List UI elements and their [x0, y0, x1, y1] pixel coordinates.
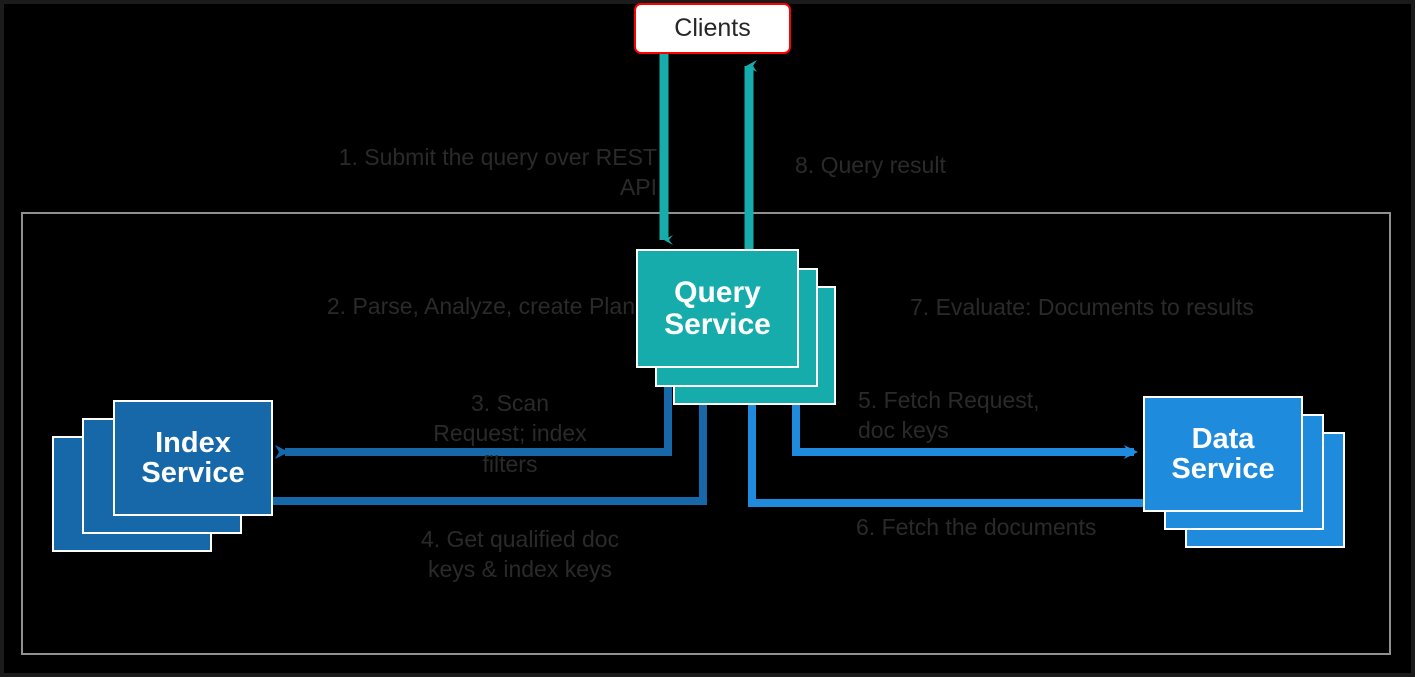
- node-index-service[interactable]: Index Service: [52, 400, 274, 552]
- node-data-service-label: Data Service: [1171, 422, 1275, 485]
- label-step-2: 2. Parse, Analyze, create Plan: [326, 293, 635, 319]
- label-step-5: 5. Fetch Request, doc keys: [858, 387, 1040, 444]
- arrow-step-6: [748, 388, 1190, 507]
- label-step-1: 1. Submit the query over REST API: [338, 144, 657, 201]
- node-clients-label: Clients: [674, 14, 751, 42]
- node-data-service[interactable]: Data Service: [1143, 396, 1345, 548]
- arrow-step-4: [270, 388, 713, 505]
- node-data-service-front[interactable]: Data Service: [1143, 396, 1303, 512]
- label-step-8: 8. Query result: [795, 152, 946, 178]
- node-index-service-label: Index Service: [141, 426, 245, 489]
- label-step-3: 3. Scan Request; index filters: [433, 390, 587, 477]
- arrow-step-3: [275, 372, 672, 459]
- node-query-service-front[interactable]: Query Service: [636, 249, 799, 368]
- node-query-service[interactable]: Query Service: [636, 249, 836, 405]
- label-step-6: 6. Fetch the documents: [856, 514, 1097, 540]
- label-step-7: 7. Evaluate: Documents to results: [910, 294, 1254, 320]
- system-boundary-frame: [21, 212, 1391, 655]
- node-index-service-front[interactable]: Index Service: [113, 400, 273, 516]
- node-clients[interactable]: Clients: [634, 3, 791, 54]
- label-step-4: 4. Get qualified doc keys & index keys: [420, 526, 620, 583]
- node-query-service-label: Query Service: [664, 276, 771, 341]
